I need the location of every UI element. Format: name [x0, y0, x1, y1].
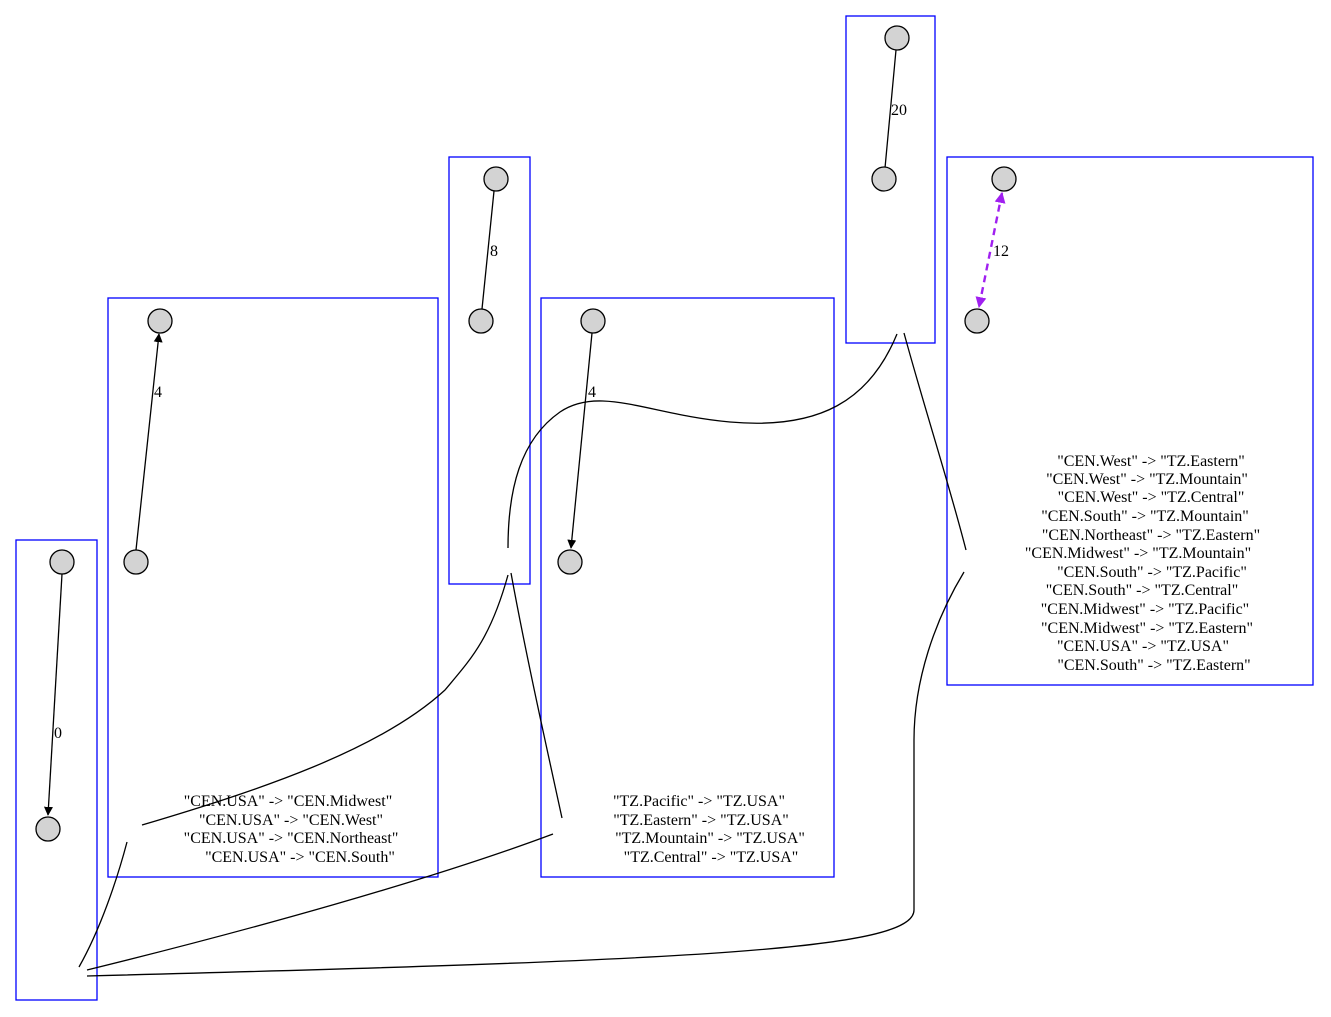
connector-tz-to-0	[86, 833, 554, 971]
edge-cluster-tz	[567, 332, 593, 549]
cluster-0	[15, 539, 98, 1001]
morphism-line: "CEN.South" -> "TZ.Central"	[1046, 582, 1238, 599]
connector-8-to-cen	[141, 574, 509, 826]
morphism-line: "CEN.Midwest" -> "TZ.Mountain"	[1025, 545, 1251, 562]
morphism-line: "TZ.Mountain" -> "TZ.USA"	[615, 830, 805, 847]
edge-label-cluster-tz: 4	[588, 384, 596, 401]
edge-label-cluster-map: 12	[993, 243, 1009, 260]
node	[483, 166, 509, 192]
cluster-tz	[540, 297, 835, 878]
morphism-line: "TZ.Central" -> "TZ.USA"	[624, 849, 799, 866]
cluster-map	[946, 156, 1314, 686]
edge-cluster-8	[481, 190, 495, 310]
node	[991, 166, 1017, 192]
morphism-line: "CEN.USA" -> "CEN.South"	[205, 849, 395, 866]
morphism-line: "CEN.Midwest" -> "TZ.Pacific"	[1041, 601, 1249, 618]
connector-20-to-map	[903, 332, 967, 551]
morphism-line: "CEN.West" -> "TZ.Eastern"	[1057, 453, 1245, 470]
morphism-line: "TZ.Eastern" -> "TZ.USA"	[613, 812, 789, 829]
connector-20-to-8	[507, 333, 898, 549]
edge-cluster-20	[884, 49, 897, 169]
node	[884, 25, 910, 51]
node	[147, 308, 173, 334]
node	[557, 549, 583, 575]
morphism-line: "CEN.USA" -> "CEN.West"	[199, 812, 383, 829]
node	[964, 308, 990, 334]
edge-label-cluster-20: 20	[891, 102, 907, 119]
cluster-cen	[107, 297, 439, 878]
morphism-line: "CEN.South" -> "TZ.Eastern"	[1057, 657, 1250, 674]
morphism-line: "CEN.South" -> "TZ.Mountain"	[1041, 508, 1249, 525]
node	[49, 549, 75, 575]
edge-label-cluster-cen: 4	[154, 384, 162, 401]
node	[580, 308, 606, 334]
node	[871, 166, 897, 192]
cluster-20	[845, 15, 936, 344]
edge-cluster-map	[975, 191, 1006, 309]
morphism-line: "CEN.USA" -> "TZ.USA"	[1057, 638, 1229, 655]
morphism-line: "CEN.West" -> "TZ.Central"	[1058, 489, 1245, 506]
morphism-line: "CEN.West" -> "TZ.Mountain"	[1046, 471, 1248, 488]
node	[123, 549, 149, 575]
edge-cluster-cen	[135, 333, 163, 551]
morphism-line: "CEN.South" -> "TZ.Pacific"	[1057, 564, 1247, 581]
morphism-line: "CEN.USA" -> "CEN.Midwest"	[184, 793, 392, 810]
connector-cen-to-0	[78, 841, 128, 968]
edge-label-cluster-8: 8	[490, 243, 498, 260]
connector-map-to-0	[86, 571, 965, 977]
cluster-8	[448, 156, 531, 585]
node	[35, 816, 61, 842]
node	[468, 308, 494, 334]
connector-8-to-tz	[510, 572, 563, 819]
morphism-line: "TZ.Pacific" -> "TZ.USA"	[613, 793, 785, 810]
morphism-line: "CEN.Midwest" -> "TZ.Eastern"	[1041, 620, 1253, 637]
morphism-line: "CEN.USA" -> "CEN.Northeast"	[184, 830, 399, 847]
edge-label-cluster-0: 0	[54, 725, 62, 742]
edge-cluster-0	[43, 573, 63, 816]
morphism-line: "CEN.Northeast" -> "TZ.Eastern"	[1042, 527, 1260, 544]
